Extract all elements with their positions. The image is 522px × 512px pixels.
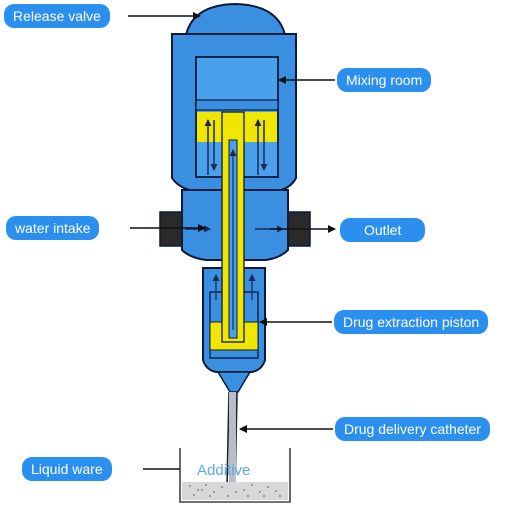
bottom-nozzle — [216, 371, 252, 393]
label-water-intake: water intake — [6, 216, 100, 240]
label-outlet: Outlet — [340, 218, 426, 242]
label-mixing-room: Mixing room — [337, 68, 432, 92]
catheter-tube-fill — [229, 392, 236, 488]
upper-piston-rim — [195, 99, 279, 111]
label-release-valve: Release valve — [4, 4, 110, 28]
label-drug-extraction-piston: Drug extraction piston — [334, 310, 489, 334]
catheter-tube-left — [226, 391, 230, 489]
liquid-speckle — [189, 484, 281, 497]
release-valve-cap — [183, 2, 288, 41]
label-additive: Additive — [197, 462, 251, 479]
water-intake-connector — [159, 211, 183, 247]
liquid-fill — [182, 482, 288, 500]
liquid-ware-container — [179, 448, 291, 503]
label-liquid-ware: Liquid ware — [22, 457, 112, 481]
label-drug-delivery-catheter: Drug delivery catheter — [335, 417, 490, 441]
